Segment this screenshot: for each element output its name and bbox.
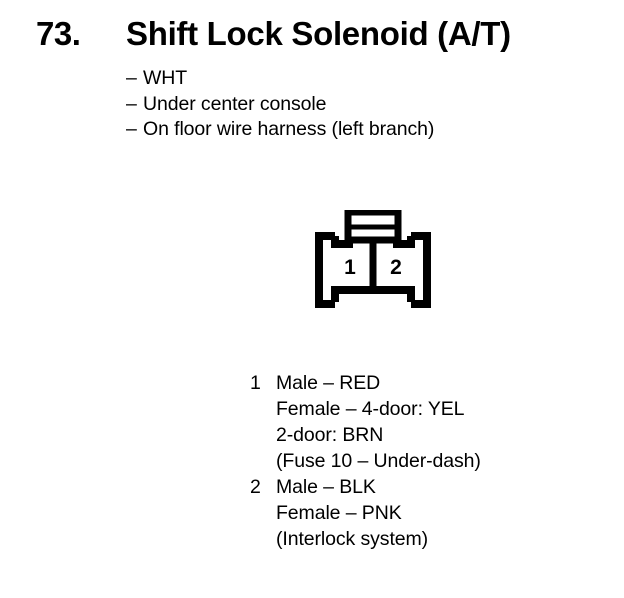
dash-marker: –	[126, 92, 137, 115]
note-list: –WHT –Under center console –On floor wir…	[126, 66, 606, 143]
pin-detail-line: (Fuse 10 – Under-dash)	[276, 450, 481, 472]
entry-number: 73.	[36, 15, 81, 52]
connector-outline-svg: 1 2	[315, 210, 431, 308]
pin-entry: 1 Male – RED Female – 4-door: YEL 2-door…	[250, 370, 610, 474]
pin-detail-line: Male – BLK	[276, 476, 376, 498]
pin-detail-lines: Male – RED Female – 4-door: YEL 2-door: …	[276, 370, 610, 474]
connector-diagram: 1 2	[313, 210, 433, 314]
pin-number: 1	[250, 372, 261, 394]
cavity-label-2: 2	[390, 256, 402, 279]
note-item-label: Under center console	[143, 92, 327, 115]
cavity-label-1: 1	[344, 256, 356, 279]
pin-detail-line: Female – 4-door: YEL	[276, 398, 465, 420]
pin-number: 2	[250, 476, 261, 498]
pin-detail-lines: Male – BLK Female – PNK (Interlock syste…	[276, 474, 610, 552]
pin-detail-line: Female – PNK	[276, 502, 402, 524]
note-item-label: On floor wire harness (left branch)	[143, 118, 435, 140]
pin-description-list: 1 Male – RED Female – 4-door: YEL 2-door…	[250, 370, 610, 552]
page-title: Shift Lock Solenoid (A/T)	[126, 15, 511, 52]
note-item: –On floor wire harness (left branch)	[126, 117, 606, 143]
connector-body	[315, 232, 431, 308]
pin-detail-line: Male – RED	[276, 372, 381, 394]
latch-tab	[344, 210, 402, 244]
pin-detail-line: 2-door: BRN	[276, 424, 384, 446]
dash-marker: –	[126, 118, 137, 140]
pin-detail-line: (Interlock system)	[276, 528, 429, 550]
dash-marker: –	[126, 67, 137, 89]
note-item-label: WHT	[143, 67, 188, 89]
note-item: –Under center console	[126, 92, 606, 118]
page-header: 73. Shift Lock Solenoid (A/T)	[0, 14, 624, 62]
pin-entry: 2 Male – BLK Female – PNK (Interlock sys…	[250, 474, 610, 552]
note-item: –WHT	[126, 66, 606, 92]
